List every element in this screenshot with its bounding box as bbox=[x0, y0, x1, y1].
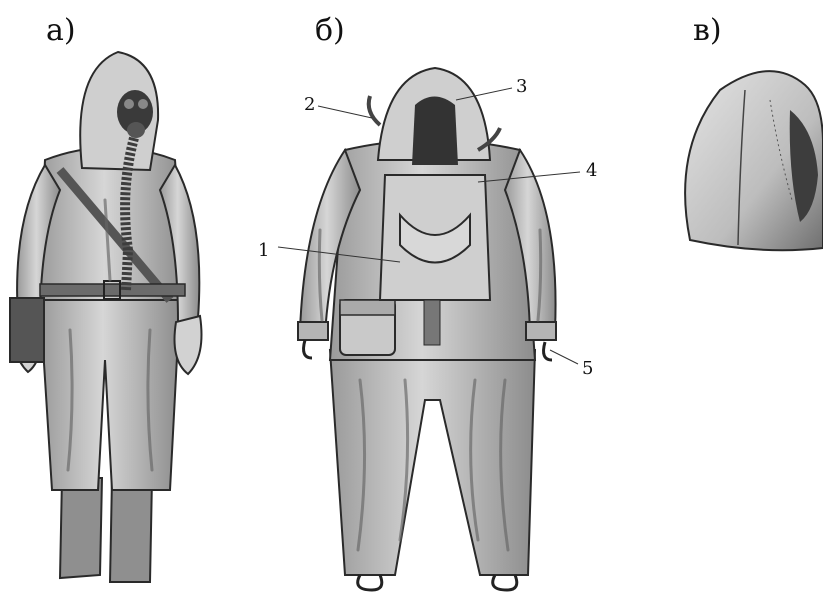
figure-person-in-suit bbox=[10, 52, 202, 582]
figure-coverall bbox=[298, 68, 556, 590]
callout-1: 1 bbox=[258, 240, 269, 261]
callout-2: 2 bbox=[304, 94, 315, 115]
panel-label-v: в) bbox=[693, 13, 722, 48]
callout-4: 4 bbox=[586, 160, 597, 181]
panel-label-a: а) bbox=[46, 13, 76, 48]
callout-5: 5 bbox=[582, 358, 593, 379]
figure-hood bbox=[685, 71, 823, 250]
panel-label-b: б) bbox=[315, 13, 345, 48]
callout-3: 3 bbox=[516, 76, 527, 97]
